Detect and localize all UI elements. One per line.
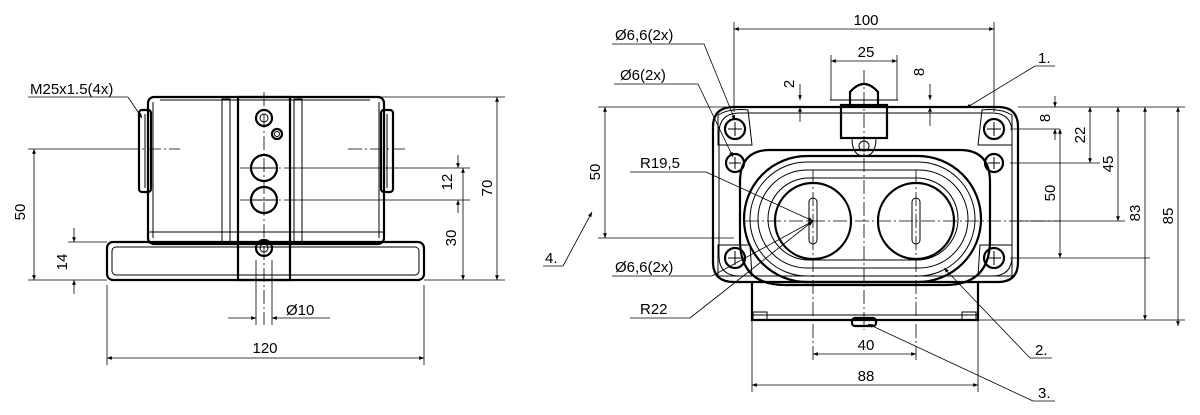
dim-2: 2 <box>781 80 798 88</box>
dim-83: 83 <box>1127 205 1144 222</box>
top-view: 100 25 2 8 8 22 45 50 <box>543 12 1185 402</box>
callout-1: 1. <box>1038 50 1051 67</box>
gasket-oval <box>742 154 983 284</box>
hole-66-top-label: Ø6,6(2x) <box>615 27 673 44</box>
dim-88: 88 <box>858 368 875 385</box>
dim-d10: Ø10 <box>286 302 314 319</box>
dim-14: 14 <box>54 254 71 271</box>
dim-120: 120 <box>252 340 277 357</box>
callout-2: 2. <box>1035 342 1048 359</box>
dim-50-left: 50 <box>12 204 29 221</box>
dim-25: 25 <box>858 44 875 61</box>
callout-4: 4. <box>545 250 558 267</box>
callout-3: 3. <box>1038 385 1051 402</box>
dim-50-left-view: 50 <box>587 164 604 181</box>
dim-50-right: 50 <box>1042 185 1059 202</box>
hole-66-bottom-label: Ø6,6(2x) <box>615 259 673 276</box>
left-gland <box>137 108 153 194</box>
switch-body <box>146 95 386 246</box>
dim-85: 85 <box>1160 208 1177 225</box>
dim-22: 22 <box>1072 127 1089 144</box>
dim-8-right: 8 <box>1037 114 1054 122</box>
dim-40: 40 <box>858 337 875 354</box>
dim-45: 45 <box>1100 156 1117 173</box>
dim-8-top: 8 <box>911 68 928 76</box>
housing-outline <box>711 105 1020 284</box>
front-view: 120 70 30 12 50 14 Ø10 M25x1.5(4x) <box>12 81 505 365</box>
radius-195-label: R19,5 <box>640 155 680 172</box>
base-plate <box>105 240 426 282</box>
dim-70: 70 <box>479 180 496 197</box>
dim-30: 30 <box>443 230 460 247</box>
thread-label: M25x1.5(4x) <box>30 81 113 98</box>
hole-6-label: Ø6(2x) <box>620 67 666 84</box>
right-gland <box>379 108 395 194</box>
radius-22-label: R22 <box>640 301 668 318</box>
dim-100: 100 <box>853 12 878 29</box>
dim-12: 12 <box>439 174 456 191</box>
